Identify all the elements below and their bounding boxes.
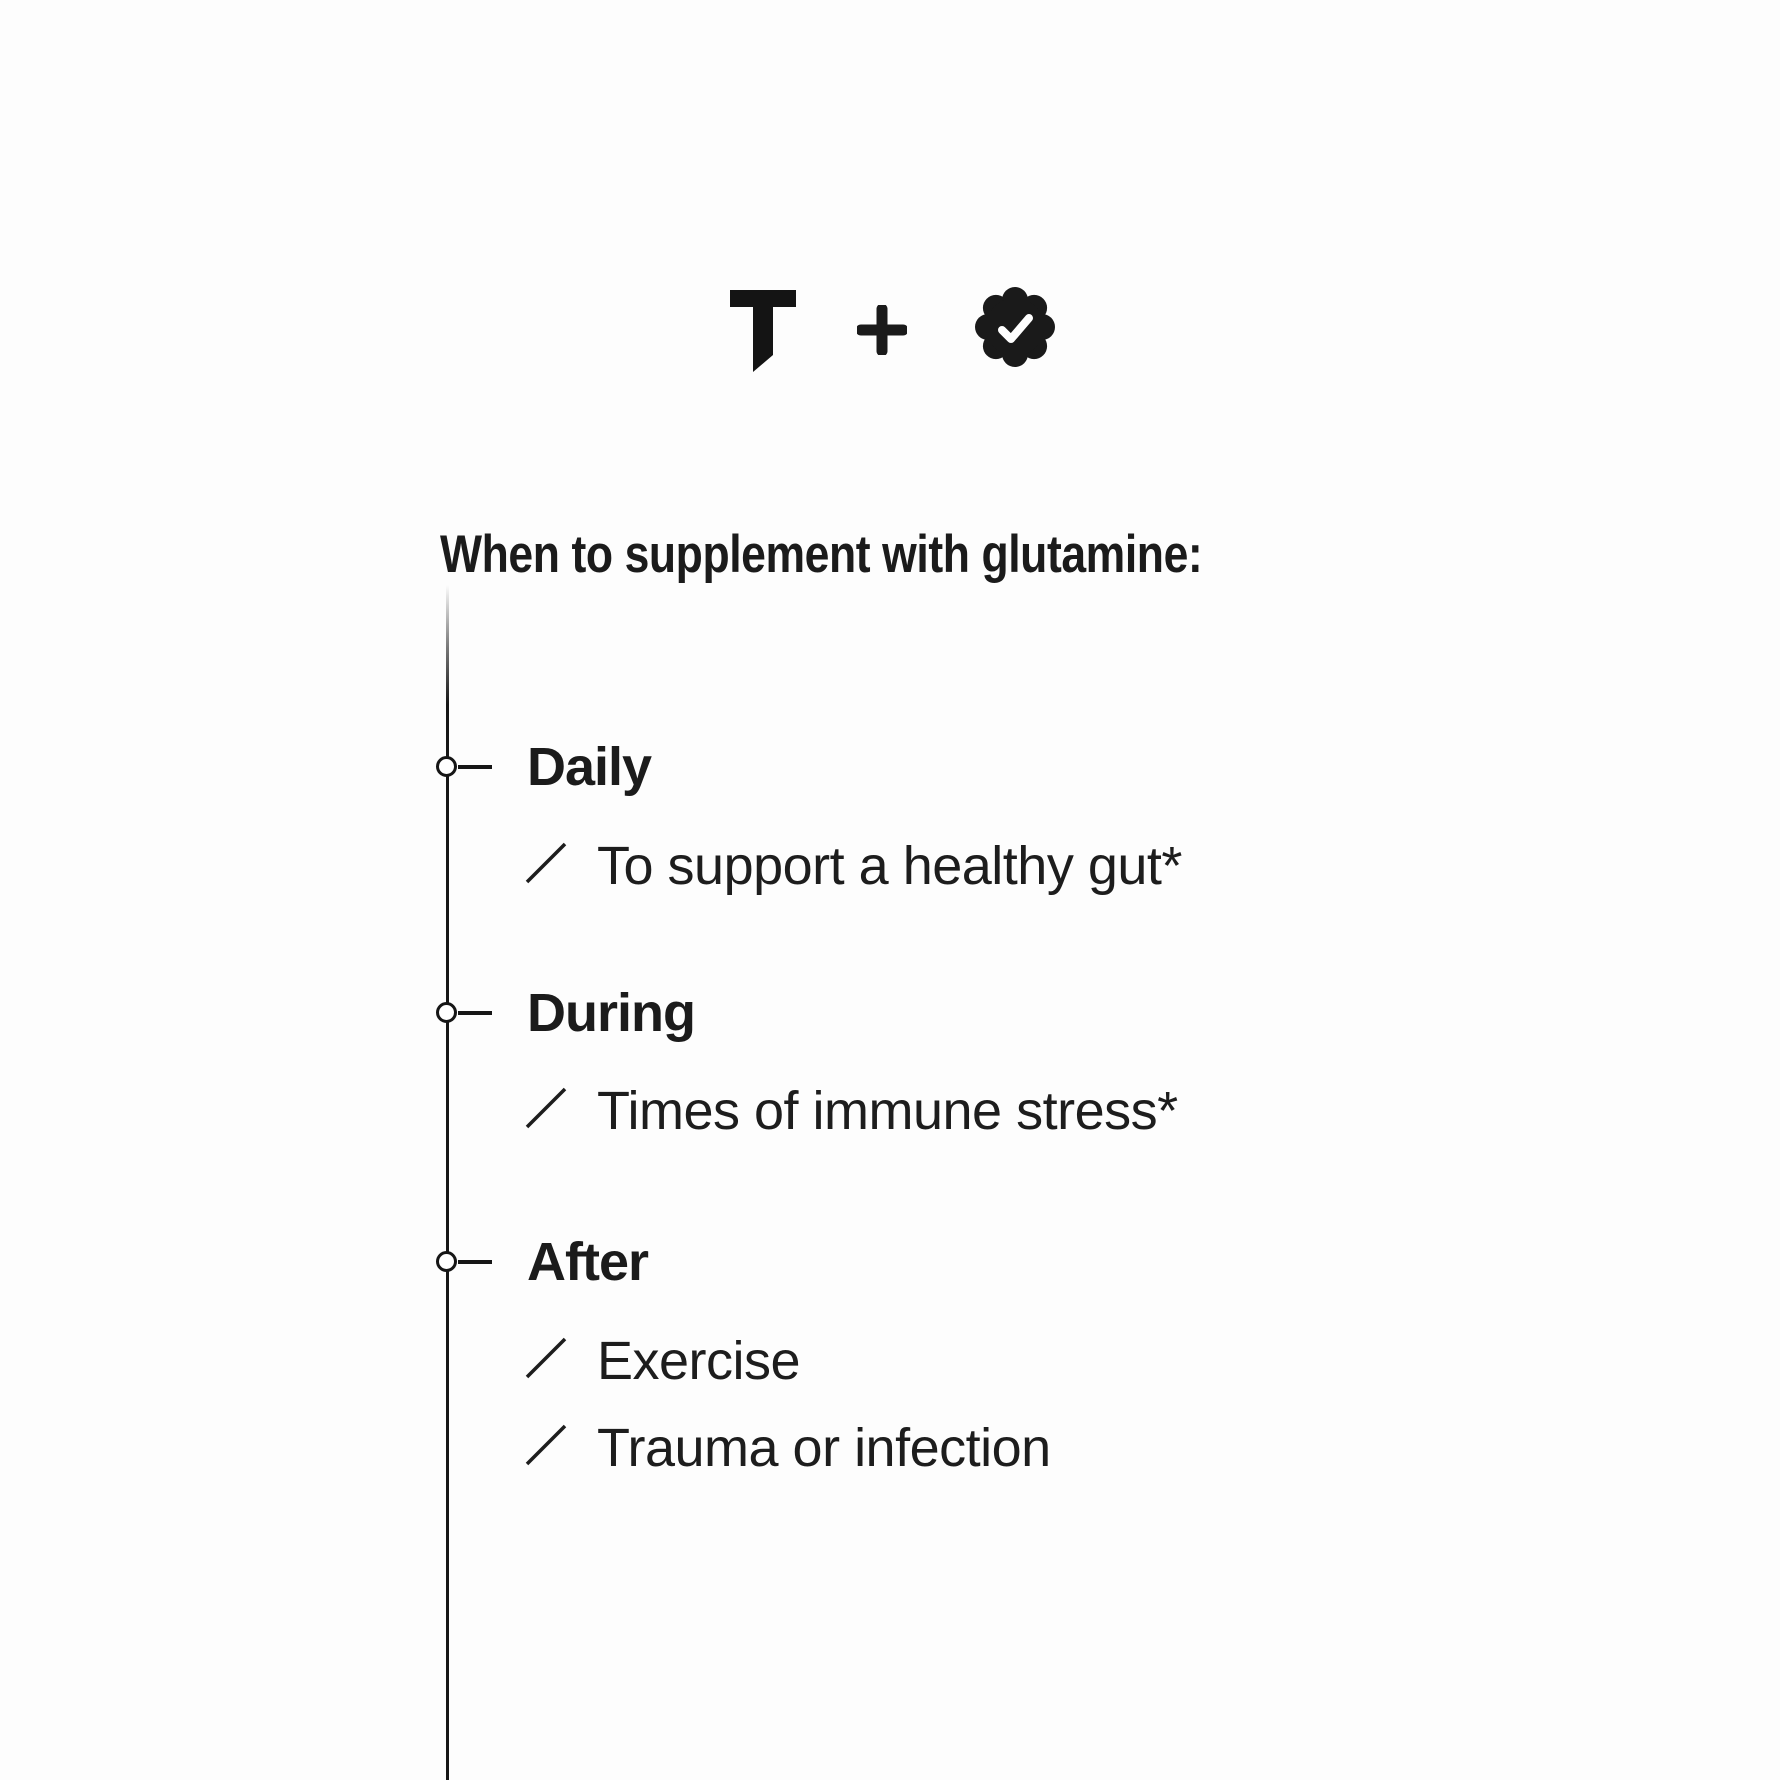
timeline-node-during — [436, 1002, 457, 1023]
timeline-node-daily — [436, 756, 457, 777]
timeline-item: Times of immune stress* — [597, 1081, 1178, 1141]
section-label-daily: Daily — [527, 737, 652, 797]
timeline-tick — [458, 1011, 492, 1015]
timeline-tick — [458, 765, 492, 769]
timeline-item: To support a healthy gut* — [597, 836, 1182, 896]
slash-icon — [525, 842, 567, 884]
section-label-during: During — [527, 983, 696, 1043]
verified-badge-icon — [975, 287, 1055, 367]
page-title: When to supplement with glutamine: — [440, 525, 1203, 584]
plus-icon — [857, 305, 907, 355]
timeline-tick — [458, 1260, 492, 1264]
slash-icon — [525, 1087, 567, 1129]
section-label-after: After — [527, 1232, 649, 1292]
timeline-node-after — [436, 1251, 457, 1272]
timeline-line — [445, 585, 449, 1780]
thorne-t-logo — [730, 290, 796, 372]
timeline-item: Exercise — [597, 1331, 801, 1391]
slash-icon — [525, 1424, 567, 1466]
slash-icon — [525, 1337, 567, 1379]
timeline-item: Trauma or infection — [597, 1418, 1051, 1478]
